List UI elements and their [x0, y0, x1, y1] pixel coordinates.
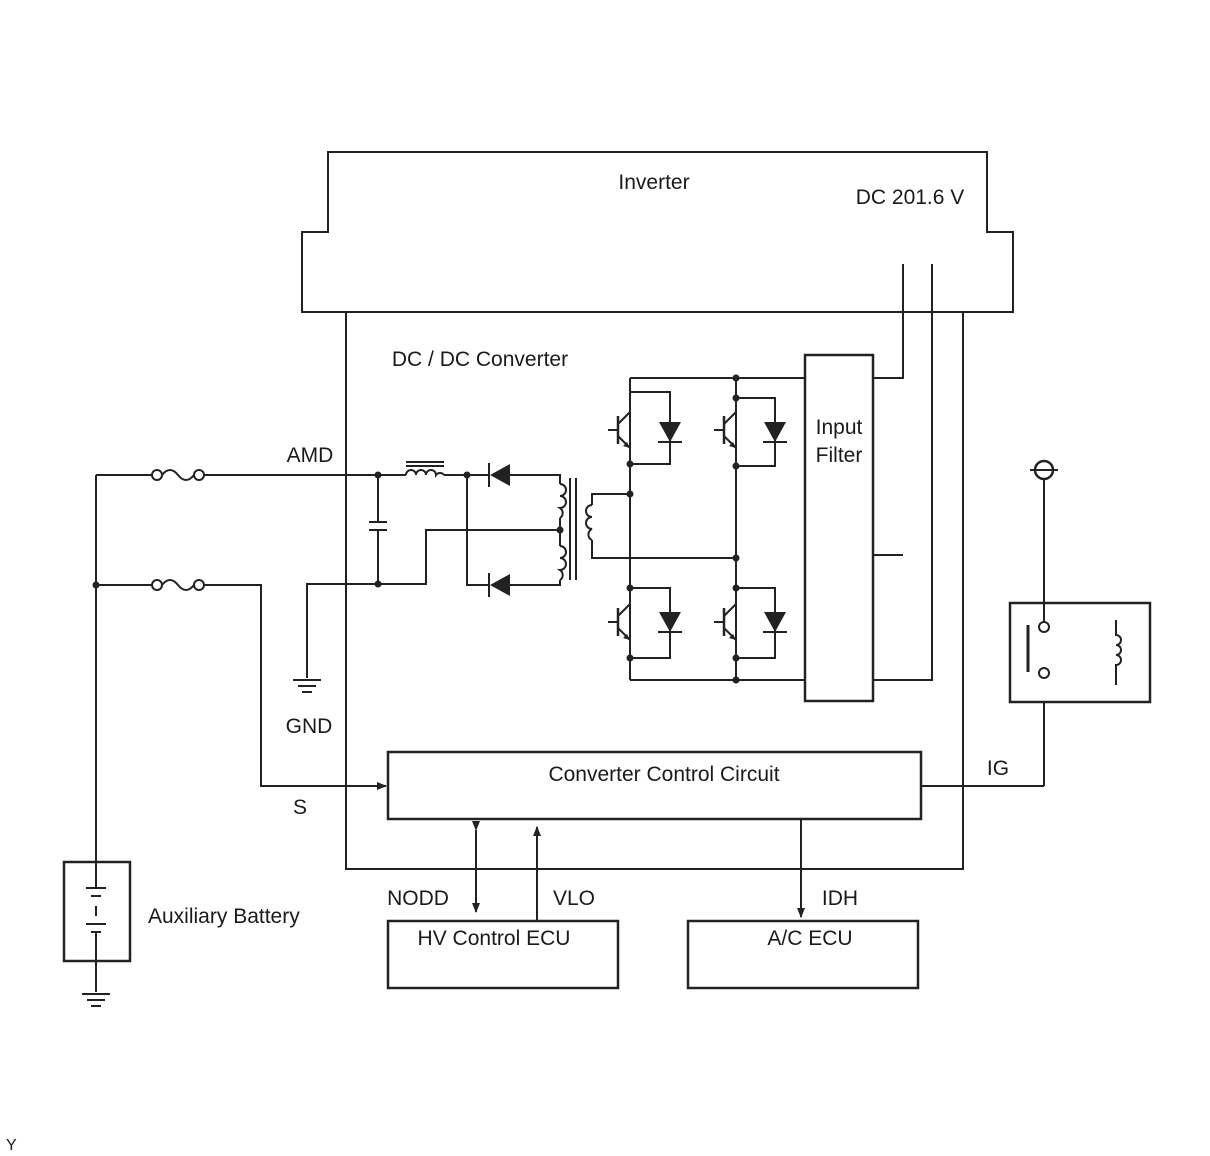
input-filter-label-2: Filter — [816, 444, 863, 467]
igbt-upper-right — [712, 397, 788, 467]
inverter-label: Inverter — [618, 171, 689, 194]
dcdc-converter-block — [345, 311, 964, 870]
vlo-label: VLO — [553, 887, 595, 910]
fuse-s — [151, 579, 205, 591]
inverter-block — [301, 151, 1014, 313]
dc-voltage-label: DC 201.6 V — [856, 186, 965, 209]
transformer-secondary-upper — [556, 483, 567, 519]
output-inductor — [405, 469, 445, 478]
ig-label: IG — [987, 757, 1009, 780]
ac-ecu — [686, 919, 920, 990]
aux-battery-label: Auxiliary Battery — [148, 905, 300, 928]
converter-control-label: Converter Control Circuit — [548, 763, 779, 786]
converter-control-block — [386, 750, 923, 821]
rectifier-diode-upper — [488, 463, 510, 487]
ac-ecu-label: A/C ECU — [767, 927, 852, 950]
ig-relay — [1008, 601, 1152, 704]
igbt-lower-left — [606, 587, 683, 659]
battery-symbol — [86, 862, 106, 961]
battery-ground-symbol — [81, 993, 111, 1007]
input-filter-label-1: Input — [816, 416, 863, 439]
input-filter-block — [803, 353, 875, 703]
corner-mark: Y — [6, 1137, 17, 1154]
dcdc-label: DC / DC Converter — [392, 348, 568, 371]
junction-dots — [92, 374, 740, 684]
igbt-lower-right — [712, 587, 788, 659]
s-label: S — [293, 796, 307, 819]
transformer-secondary-lower — [556, 545, 567, 581]
relay-coil — [1115, 620, 1122, 685]
nodd-label: NODD — [387, 887, 449, 910]
gnd-symbol — [292, 679, 322, 693]
amd-label: AMD — [287, 444, 334, 467]
gnd-label: GND — [286, 715, 333, 738]
transformer-primary — [585, 504, 593, 541]
idh-label: IDH — [822, 887, 858, 910]
igbt-upper-left — [606, 391, 683, 465]
fuse-amd — [151, 469, 205, 481]
hv-ecu-label: HV Control ECU — [418, 927, 571, 950]
hv-control-ecu — [386, 919, 620, 990]
rectifier-diode-lower — [488, 573, 510, 597]
